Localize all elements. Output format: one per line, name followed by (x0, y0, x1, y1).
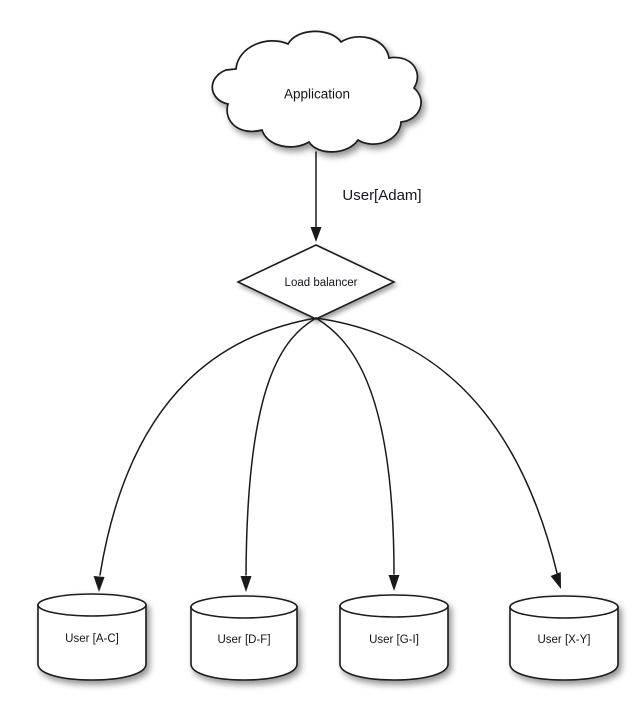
cylinder-body-3 (339, 605, 449, 681)
cylinder-top-1 (37, 593, 147, 617)
node-database-4[interactable]: User [X-Y] (509, 595, 619, 681)
edge-balancer-to-db-3 (315, 317, 400, 591)
cylinder-body-1 (37, 604, 147, 681)
node-load-balancer[interactable]: Load balancer (236, 244, 396, 320)
arrow-head-db-2 (240, 576, 252, 592)
node-application-cloud[interactable]: Application (211, 30, 422, 153)
cylinder-body-4 (509, 606, 619, 681)
cylinder-body-2 (190, 606, 298, 681)
cylinder-top-4 (509, 595, 619, 619)
arrow-head-db-3 (388, 575, 400, 591)
node-label-database-2: User [D-F] (217, 634, 270, 646)
node-database-2[interactable]: User [D-F] (190, 595, 298, 681)
arrow-head-db-1 (93, 576, 105, 592)
node-label-load-balancer: Load balancer (285, 277, 358, 289)
node-database-1[interactable]: User [A-C] (37, 593, 147, 681)
diamond-shape (236, 244, 396, 320)
arrow-head-db-4 (550, 572, 561, 589)
node-label-application: Application (284, 87, 350, 102)
node-label-database-3: User [G-I] (369, 634, 419, 646)
edge-line-db-3 (315, 317, 395, 575)
edge-line-db-4 (315, 317, 558, 574)
edge-line-db-2 (245, 317, 317, 576)
arrow-head-app-balancer (310, 227, 322, 242)
edge-balancer-to-db-2 (240, 317, 317, 592)
cylinder-top-3 (339, 594, 449, 618)
cloud-shape (211, 30, 422, 153)
edge-application-to-balancer: User[Adam] (310, 151, 422, 242)
edge-line-db-1 (99, 317, 317, 576)
edge-balancer-to-db-4 (315, 317, 561, 589)
node-label-database-4: User [X-Y] (537, 634, 590, 646)
edge-label-user-adam: User[Adam] (342, 187, 421, 204)
node-database-3[interactable]: User [G-I] (339, 594, 449, 681)
node-label-database-1: User [A-C] (65, 633, 119, 645)
cylinder-top-2 (190, 595, 298, 619)
edge-balancer-to-db-1 (93, 317, 317, 592)
